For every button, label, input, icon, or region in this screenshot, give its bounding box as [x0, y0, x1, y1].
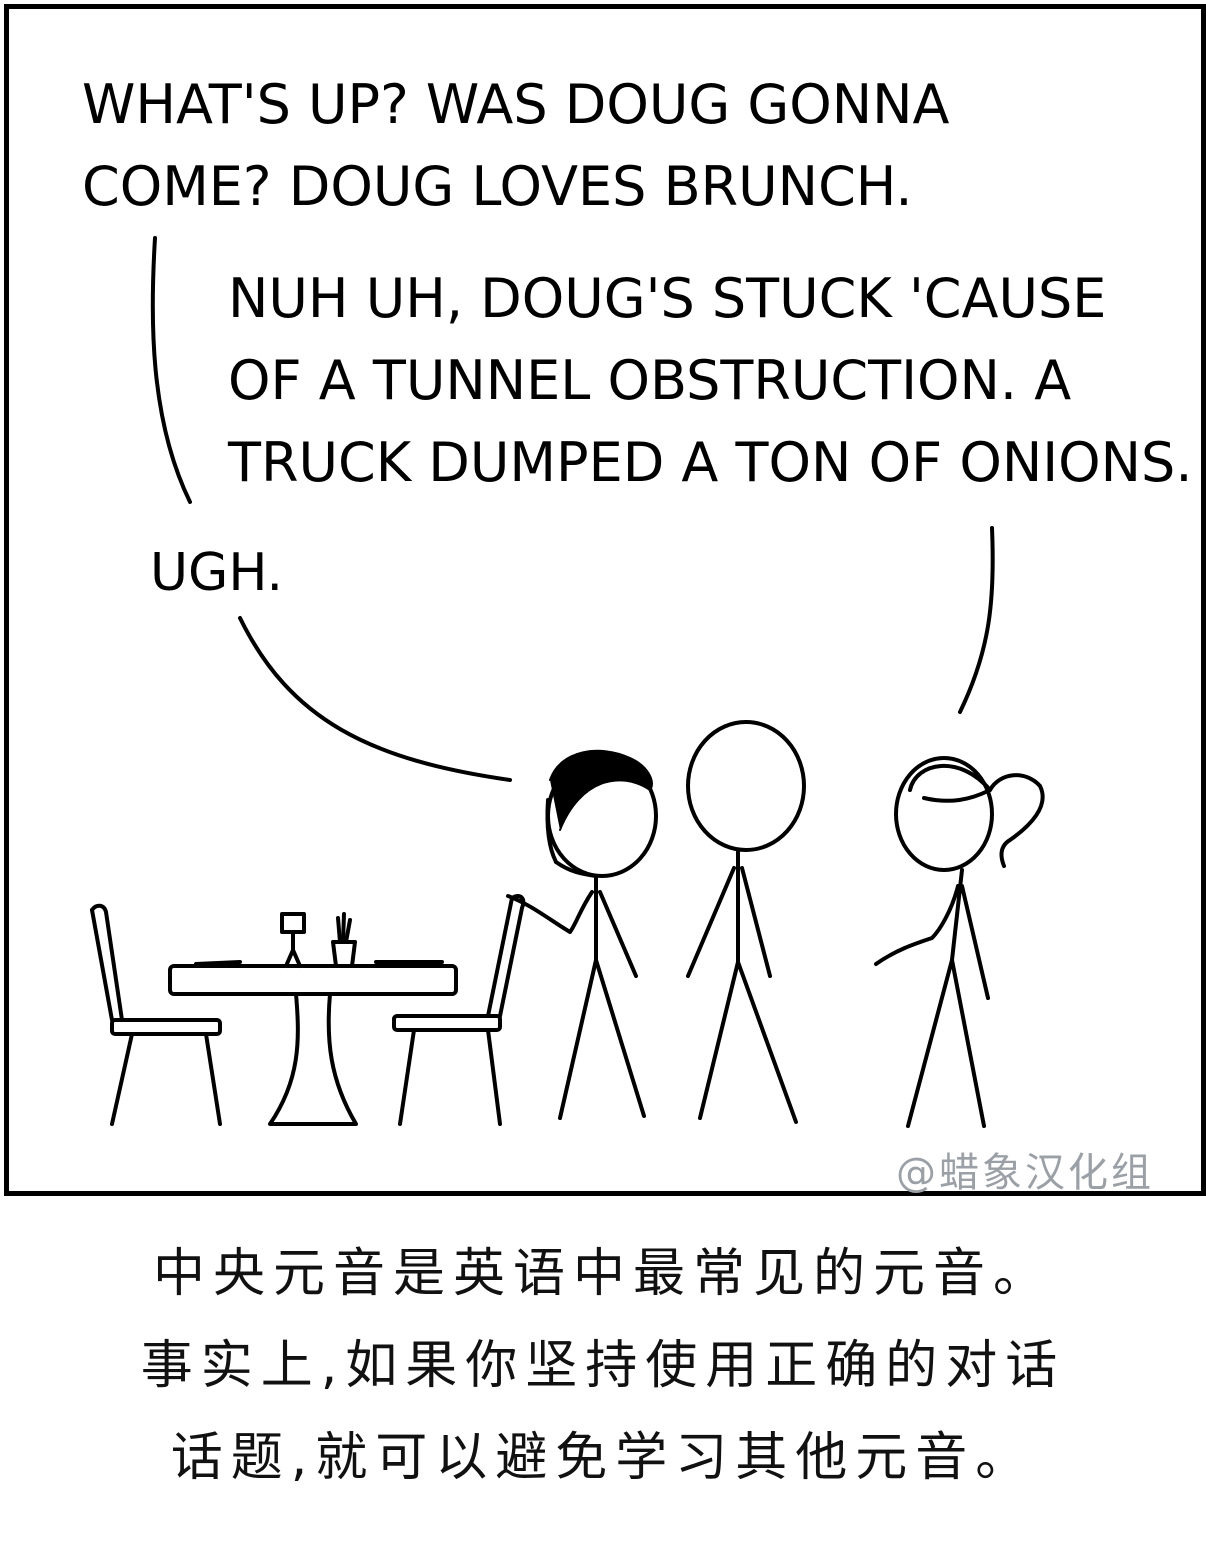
- caption-line: 中央元音是英语中最常见的元音。: [152, 1244, 1053, 1304]
- speech-bubble-reply: NUH UH, DOUG'S STUCK 'CAUSE OF A TUNNEL …: [228, 258, 1193, 504]
- stick-figure-middle: [686, 720, 806, 1124]
- stick-figure-left: [506, 749, 658, 1120]
- speech-tail-question: [150, 236, 192, 504]
- chair-right-icon: [392, 894, 526, 1126]
- speech-bubble-ugh: UGH.: [150, 532, 283, 614]
- stick-figure-right: [874, 756, 1045, 1128]
- speech-tail-reply: [958, 526, 995, 714]
- speech-line: WHAT'S UP? WAS DOUG GONNA: [82, 73, 950, 136]
- caption-line: 事实上,如果你坚持使用正确的对话: [140, 1336, 1066, 1396]
- speech-line: TRUCK DUMPED A TON OF ONIONS.: [228, 431, 1193, 494]
- speech-line: UGH.: [150, 543, 284, 603]
- comic-scene: [90, 236, 1045, 1128]
- speech-line: OF A TUNNEL OBSTRUCTION. A: [228, 349, 1072, 412]
- table-icon: [168, 912, 458, 1126]
- chair-left-icon: [90, 903, 222, 1126]
- speech-tail-ugh: [238, 616, 512, 782]
- speech-line: COME? DOUG LOVES BRUNCH.: [82, 155, 913, 218]
- watermark-text: @蜡象汉化组: [896, 1150, 1154, 1196]
- caption-line: 话题,就可以避免学习其他元音。: [170, 1428, 1036, 1488]
- speech-bubble-question: WHAT'S UP? WAS DOUG GONNA COME? DOUG LOV…: [82, 64, 949, 228]
- comic-panel: [4, 4, 1206, 1196]
- speech-line: NUH UH, DOUG'S STUCK 'CAUSE: [228, 267, 1107, 330]
- caption-text: 中央元音是英语中最常见的元音。 事实上,如果你坚持使用正确的对话 话题,就可以避…: [0, 1228, 1206, 1504]
